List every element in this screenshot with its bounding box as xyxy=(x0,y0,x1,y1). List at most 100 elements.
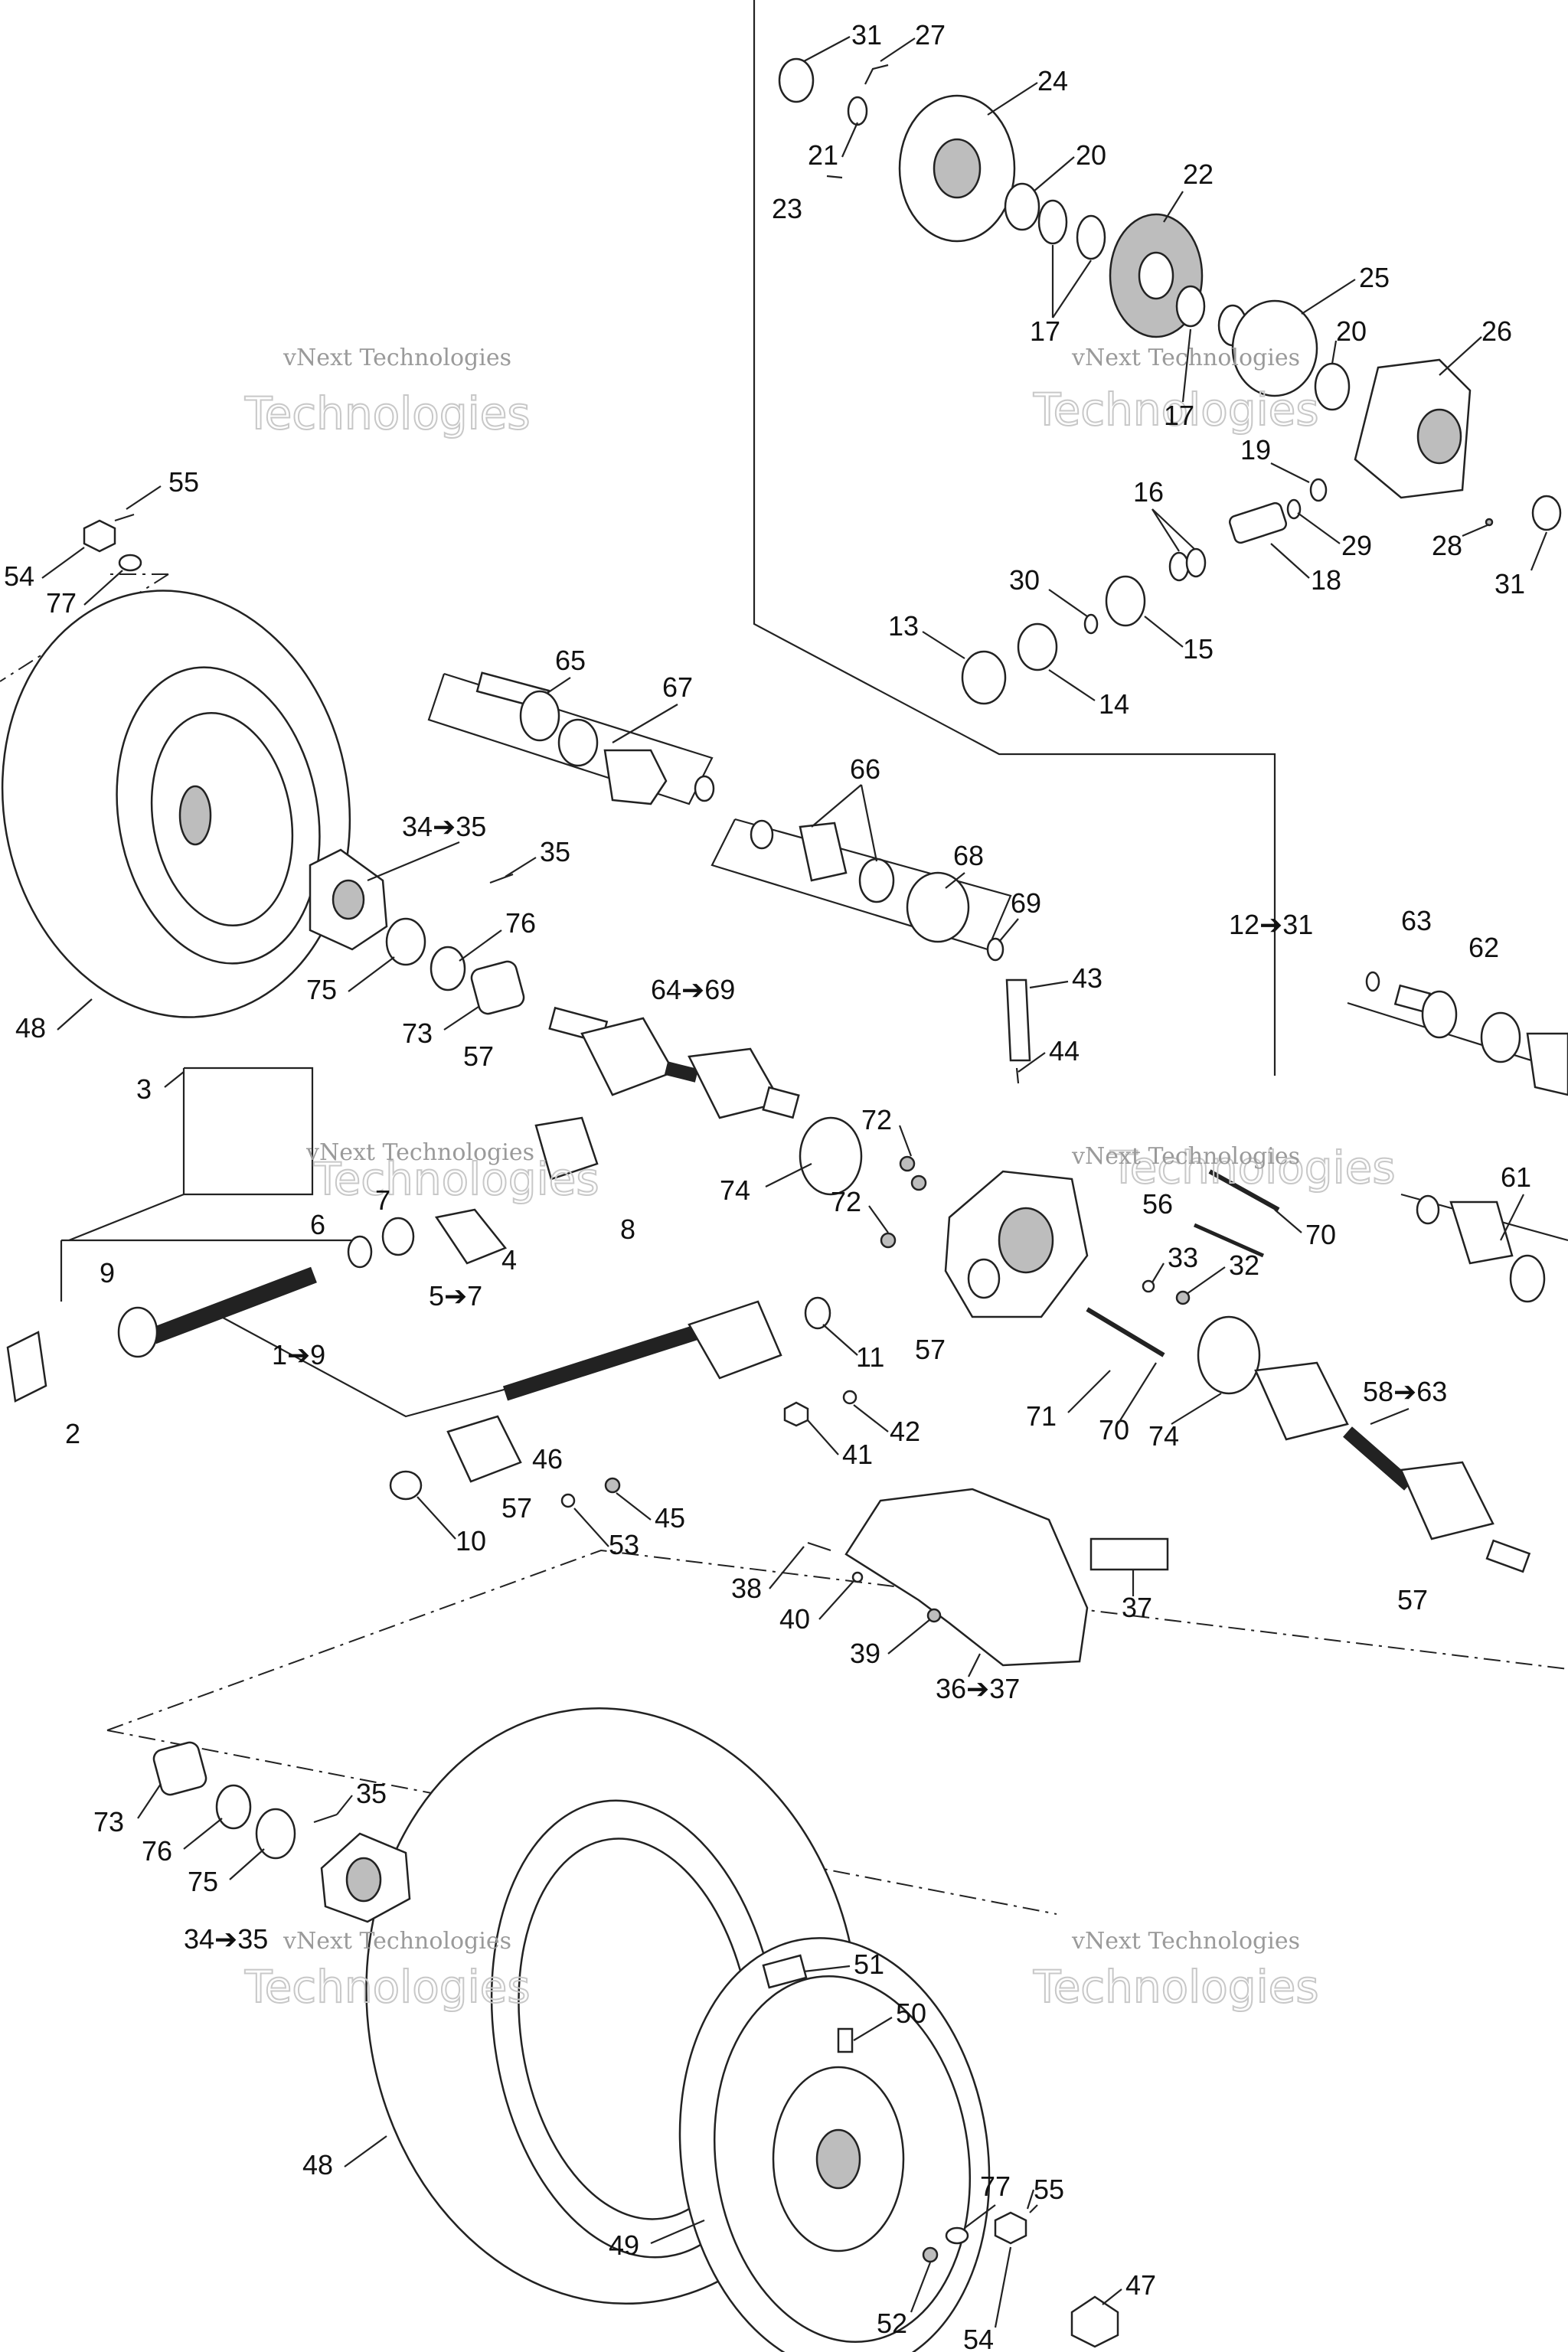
part-55-pin-upper xyxy=(114,513,135,522)
callout-66: 66 xyxy=(850,753,880,785)
part-32-nut xyxy=(1175,1290,1191,1305)
leader-67 xyxy=(612,704,678,743)
callout-74-right: 74 xyxy=(1148,1420,1179,1452)
part-40-washer xyxy=(851,1571,864,1583)
callout-12-31: 12➔31 xyxy=(1229,909,1313,940)
part-54-nut-lower xyxy=(994,2211,1027,2245)
callout-38: 38 xyxy=(731,1573,762,1604)
leader-54-top xyxy=(41,547,85,579)
watermark-text-3: vNext Technologies xyxy=(305,1139,534,1166)
callout-19: 19 xyxy=(1240,434,1271,466)
part-68-joint xyxy=(906,871,970,943)
part-6-seal xyxy=(347,1235,373,1269)
part-26-housing-bore xyxy=(1416,408,1462,465)
center-bearing xyxy=(446,1415,522,1483)
part-67-clamp xyxy=(557,718,599,767)
differential-parts xyxy=(778,57,1562,705)
part-15-bearing xyxy=(1105,575,1146,627)
callout-52: 52 xyxy=(877,2308,907,2339)
part-41-bolt xyxy=(783,1401,809,1427)
axle-stub-left-inner xyxy=(762,1086,800,1119)
leader-70-bottom xyxy=(1117,1362,1157,1425)
leader-73-bottom xyxy=(137,1783,162,1819)
leader-19 xyxy=(1270,462,1310,483)
callout-57-right: 57 xyxy=(1397,1584,1428,1615)
part-16-shim-a xyxy=(1168,551,1190,582)
callout-28: 28 xyxy=(1432,530,1462,561)
callout-13: 13 xyxy=(888,610,919,642)
leader-47 xyxy=(1102,2288,1122,2305)
part-28-plug xyxy=(1485,518,1494,527)
leader-31-top xyxy=(803,36,851,62)
leader-51 xyxy=(803,1965,851,1973)
callout-63: 63 xyxy=(1401,905,1432,936)
callout-75-bottom: 75 xyxy=(188,1866,218,1897)
part-50-valve xyxy=(837,2027,854,2053)
watermark-mark-3: Technologies xyxy=(313,1153,599,1205)
leader-66-b xyxy=(860,784,878,862)
part-10-seal xyxy=(389,1470,423,1501)
watermark-mark-4: Technologies xyxy=(1109,1142,1396,1194)
callout-22: 22 xyxy=(1183,158,1214,190)
part-66-boot xyxy=(799,822,848,882)
gearbox-input xyxy=(967,1258,1001,1299)
part-66-ring xyxy=(750,819,774,850)
callout-47: 47 xyxy=(1125,2269,1156,2301)
callout-11: 11 xyxy=(856,1341,884,1373)
lower-hub-parts xyxy=(152,1741,1119,2348)
callout-2: 2 xyxy=(65,1418,80,1449)
watermark-mark-5: Technologies xyxy=(244,1961,531,2013)
leader-45 xyxy=(616,1492,652,1521)
part-77-washer-upper xyxy=(118,554,142,572)
axle-bar-right xyxy=(1343,1426,1413,1491)
part-53-washer xyxy=(560,1493,576,1508)
watermark-text-6: vNext Technologies xyxy=(1071,1928,1300,1955)
part-45-bolt xyxy=(604,1477,621,1494)
differential-group-outline xyxy=(753,0,1276,1076)
part-44-pin xyxy=(1015,1067,1020,1084)
callout-54-top: 54 xyxy=(4,560,34,592)
callout-48-top: 48 xyxy=(15,1012,46,1044)
callout-labels: 31 27 24 21 20 23 22 25 17 26 20 17 19 1… xyxy=(4,19,1531,2352)
callout-20-right: 20 xyxy=(1336,315,1367,347)
leader-27 xyxy=(880,38,916,62)
callout-64-69: 64➔69 xyxy=(651,974,735,1005)
leader-70-right xyxy=(1274,1209,1302,1233)
leader-44 xyxy=(1018,1052,1046,1073)
callout-27: 27 xyxy=(915,19,946,51)
leader-40 xyxy=(818,1580,854,1620)
callout-15: 15 xyxy=(1183,633,1214,665)
callout-73-bottom: 73 xyxy=(93,1806,124,1838)
part-22-gear-hub xyxy=(1138,251,1174,300)
part-73-bearing-upper xyxy=(470,960,525,1015)
part-24-cover-center xyxy=(933,138,982,199)
callout-71: 71 xyxy=(1026,1400,1057,1432)
leader-14 xyxy=(1048,669,1096,701)
part-39-nut xyxy=(926,1608,942,1623)
part-17-shim-a xyxy=(1037,199,1068,245)
axle-bar-left xyxy=(664,1061,699,1083)
part-20-bearing-top xyxy=(1004,182,1040,231)
part-23-screw xyxy=(826,175,843,179)
leader-69 xyxy=(998,918,1019,942)
callout-76-top: 76 xyxy=(505,907,536,939)
leader-33 xyxy=(1152,1263,1165,1283)
axle-boot-left xyxy=(580,1017,675,1096)
part-51-label xyxy=(762,1954,808,1989)
callout-51: 51 xyxy=(854,1949,884,1980)
callout-18: 18 xyxy=(1311,564,1341,596)
part-27-vent-tube xyxy=(864,64,889,85)
part-18-pinion xyxy=(1228,501,1288,544)
watermark-mark-1: Technologies xyxy=(244,387,531,439)
watermarks: Technologies vNext Technologies Technolo… xyxy=(243,345,1396,2014)
callout-61: 61 xyxy=(1501,1161,1531,1193)
leader-54-bottom xyxy=(994,2246,1012,2328)
part-76-ring-upper xyxy=(430,946,466,991)
callout-41: 41 xyxy=(842,1439,873,1470)
part-31-seal-top xyxy=(778,57,815,103)
leader-17-c xyxy=(1181,328,1192,403)
part-2-yoke xyxy=(6,1331,47,1403)
leader-42 xyxy=(853,1404,889,1432)
part-31-seal-right xyxy=(1531,495,1562,531)
part-35-stud-lower xyxy=(313,1813,338,1824)
